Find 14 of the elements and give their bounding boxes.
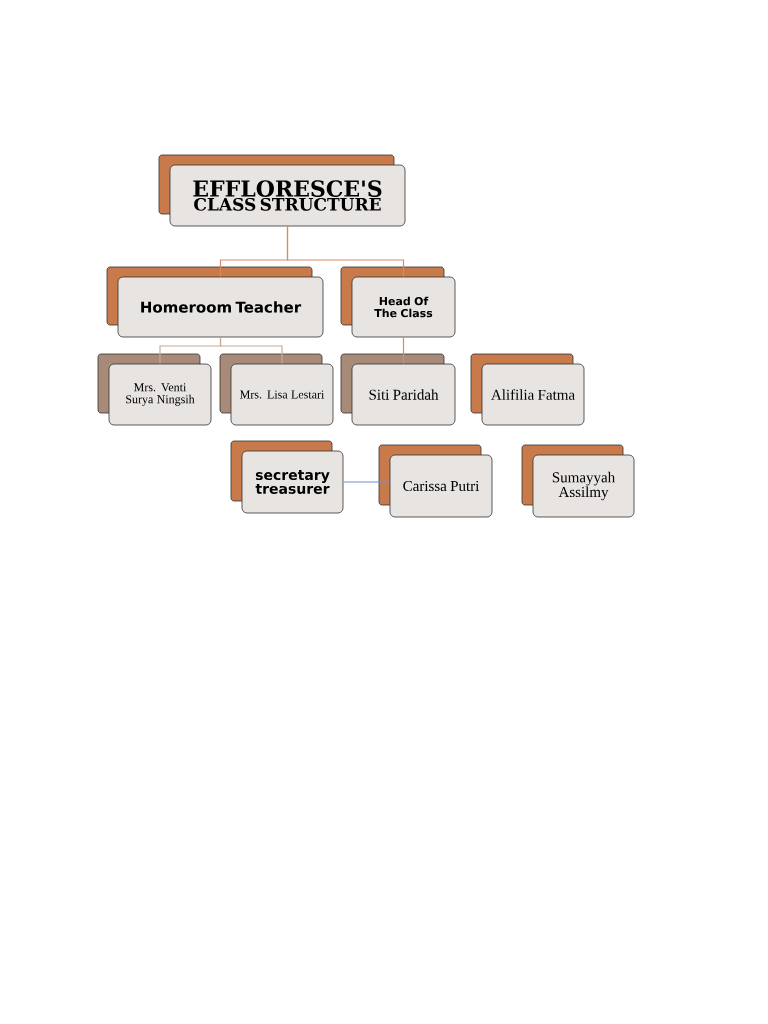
name-box: Mrs. Venti Surya Ningsih [108,363,212,426]
name-box: EFFLORESCE'S CLASS STRUCTURE [169,164,406,227]
name-box: Sumayyah Assilmy [532,454,635,518]
connector-line [402,336,405,365]
name-box: Head Of The Class [351,276,456,338]
name-box: secretary treasurer [241,450,344,514]
name-box: Alifilia Fatma [481,363,585,426]
name-box: Carissa Putri [389,454,493,518]
connector-line [219,336,283,365]
connector-line [286,225,405,278]
connector-line [342,481,391,483]
name-box: Homeroom Teacher [117,276,324,338]
name-box: Mrs. Lisa Lestari [230,363,334,426]
name-box: Siti Paridah [351,363,456,426]
